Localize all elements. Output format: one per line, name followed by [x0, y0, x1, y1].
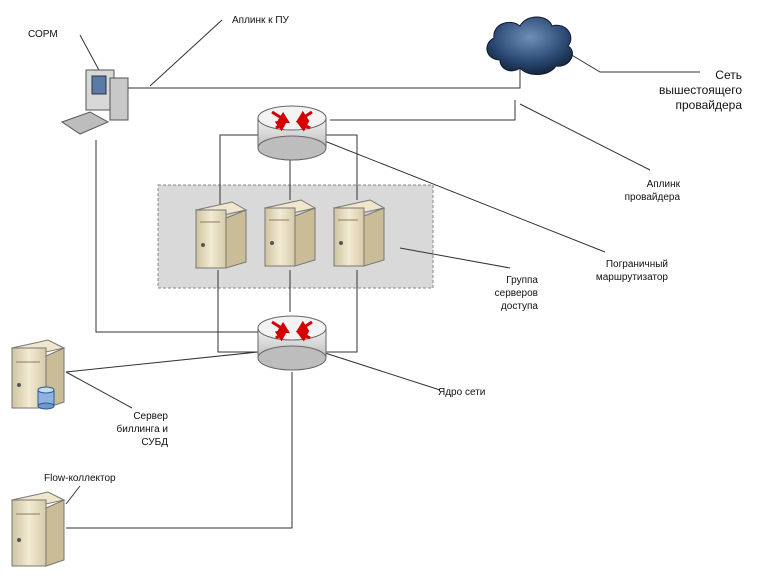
leader-core: [321, 351, 441, 391]
network-core-label: Ядро сети: [438, 387, 486, 398]
link-border-upstream: [330, 100, 516, 121]
link-border-srv3: [322, 134, 358, 200]
cloud-icon: [486, 16, 573, 75]
database-icon: [37, 386, 55, 410]
link-srv3-core: [326, 270, 358, 353]
leader-sorm: [79, 34, 101, 73]
upstream-network-label: Сеть вышестоящего провайдера: [658, 68, 742, 112]
access-group-label: Группа серверов доступа: [494, 275, 538, 312]
link-sorm-core: [95, 140, 258, 333]
server-icon: [10, 491, 66, 567]
sorm-label: СОРМ: [28, 29, 58, 40]
workstation-icon: [60, 69, 129, 135]
flow-collector-label: Flow-коллектор: [44, 473, 116, 484]
leader-flow: [65, 485, 81, 505]
link-sorm-uplink-label: [149, 19, 223, 87]
server-icon: [332, 199, 386, 267]
connection-lines: [65, 19, 700, 529]
leader-border-router: [321, 139, 606, 253]
link-core-flow: [66, 372, 293, 529]
link-border-srv1: [219, 134, 260, 205]
leader-upstream: [559, 47, 700, 73]
server-icon: [194, 201, 248, 269]
router-icon: [257, 105, 327, 161]
link-srv1-core: [217, 270, 258, 353]
uplink-pu-label: Аплинк к ПУ: [232, 15, 289, 26]
leader-provider-uplink: [519, 103, 651, 171]
provider-uplink-label: Аплинк провайдера: [624, 179, 680, 203]
router-icon: [257, 315, 327, 371]
server-icon: [263, 199, 317, 267]
border-router-label: Пограничный маршрутизатор: [595, 259, 668, 283]
billing-server-label: Сервер биллинга и СУБД: [116, 411, 168, 448]
link-core-billing: [65, 351, 259, 373]
leader-billing: [65, 371, 133, 409]
link-sorm-upstream: [128, 58, 521, 89]
leader-access-group: [399, 247, 511, 269]
